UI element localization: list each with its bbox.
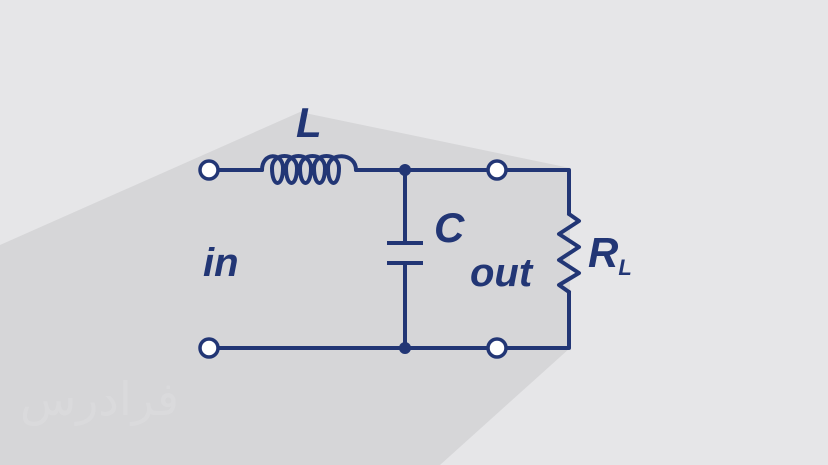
inductor-coil bbox=[260, 154, 358, 185]
resistor-label-subscript: L bbox=[618, 255, 631, 280]
output-label: out bbox=[470, 251, 534, 295]
input-terminal-bottom bbox=[198, 337, 220, 359]
input-terminal-top bbox=[198, 159, 220, 181]
wire-output-bottom bbox=[505, 290, 571, 350]
resistor-label: RL bbox=[588, 229, 632, 280]
wire-output-top bbox=[505, 168, 571, 216]
watermark-logo: فرادرس bbox=[20, 372, 180, 426]
junction-node-top bbox=[399, 164, 411, 176]
long-shadow bbox=[0, 112, 570, 465]
resistor-zigzag bbox=[557, 212, 581, 294]
output-terminal-top bbox=[486, 159, 508, 181]
capacitor-label: C bbox=[434, 204, 465, 251]
inductor-label: L bbox=[296, 99, 322, 146]
input-label: in bbox=[203, 241, 239, 285]
junction-node-bottom bbox=[399, 342, 411, 354]
resistor-label-main: R bbox=[588, 229, 619, 276]
output-terminal-bottom bbox=[486, 337, 508, 359]
